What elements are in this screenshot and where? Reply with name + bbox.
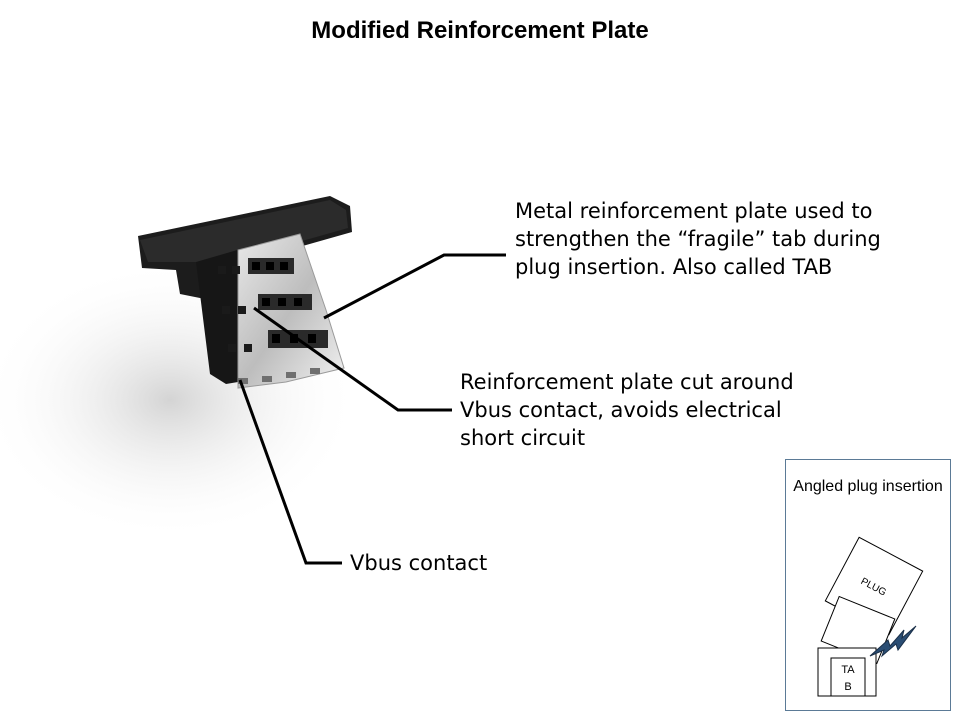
callout-reinforcement-plate: Metal reinforcement plate used to streng… [515,199,881,279]
angled-insertion-inset: Angled plug insertion PLUG TA B [785,459,951,711]
tab-label-line1: TA [841,664,855,676]
callout-vbus-contact: Vbus contact [350,551,488,575]
page-title: Modified Reinforcement Plate [311,17,649,44]
lightning-bolt-icon [869,625,917,658]
leader-lines [238,253,506,565]
inset-diagram: PLUG TA B [817,536,924,697]
inset-title: Angled plug insertion [793,478,943,495]
leader-line-vbus [238,379,342,565]
callout-plate-cut: Reinforcement plate cut around Vbus cont… [460,370,794,450]
metal-reinforcement-plate [237,233,345,389]
tab-label-line2: B [844,681,851,693]
leader-line-cut [253,306,452,412]
front-contacts [238,368,320,384]
leader-line-plate [323,253,506,320]
